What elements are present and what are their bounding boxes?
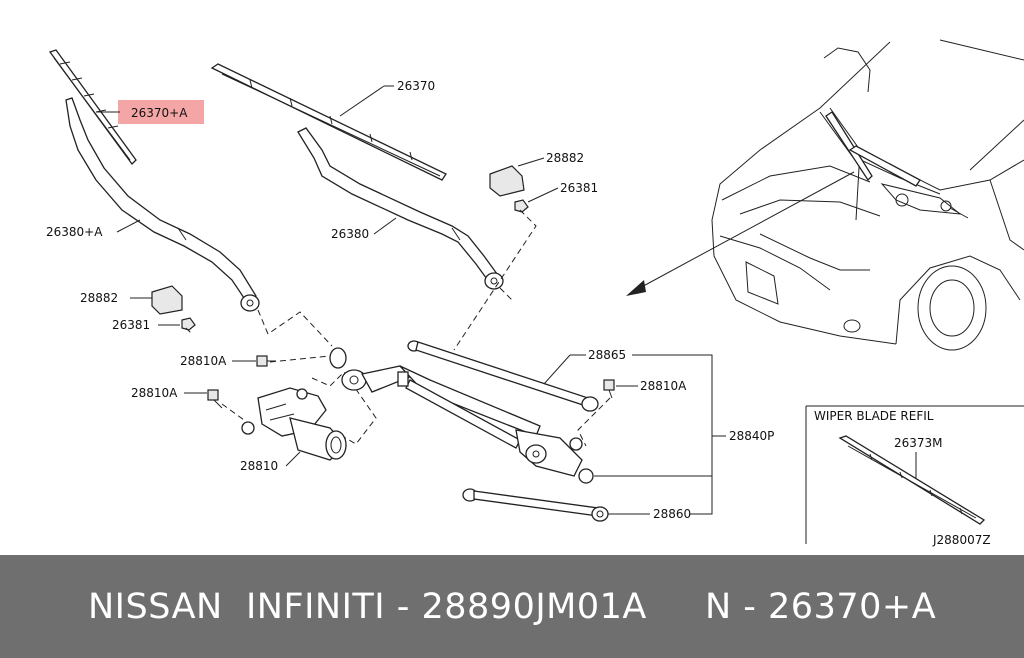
leader-26380	[373, 217, 397, 235]
pivot-cap-lower	[151, 285, 183, 315]
svg-text:26370+A: 26370+A	[131, 106, 188, 120]
wiper-blade-refill	[838, 435, 986, 525]
vehicle-illustration	[711, 39, 1024, 351]
front-wiper-blade	[48, 49, 137, 165]
label-28840p: 28840P	[729, 429, 774, 443]
link-rod-upper	[407, 340, 599, 412]
refill-box: WIPER BLADE REFIL 26373M	[805, 405, 1024, 544]
label-26373m: 26373M	[894, 436, 943, 450]
refill-box-title: WIPER BLADE REFIL	[814, 409, 934, 423]
label-28882-upper: 28882	[546, 151, 584, 165]
wiper-parts-diagram: 26370+A 26380+A 26370 26380 28882 26381	[46, 39, 1024, 547]
leader-26370	[339, 85, 385, 117]
rear-wiper-arm	[297, 127, 504, 290]
bracket-28840p	[578, 354, 726, 515]
label-28865: 28865	[588, 348, 626, 362]
diagram-code: J288007Z	[932, 533, 991, 547]
dashed-connectors	[185, 209, 611, 447]
label-26370: 26370	[397, 79, 435, 93]
front-wiper-arm	[65, 97, 260, 312]
detail-arrow	[626, 171, 855, 296]
footer-part-numbers: NISSAN INFINITI - 28890JM01A N - 26370+A	[88, 586, 937, 627]
bolt-28810a-right	[603, 379, 615, 399]
label-26380-a: 26380+A	[46, 225, 103, 239]
label-26381-upper: 26381	[560, 181, 598, 195]
label-28810a-right: 28810A	[640, 379, 687, 393]
pivot-cap-upper	[489, 165, 525, 197]
wiper-motor	[241, 387, 347, 461]
footer-banner: NISSAN INFINITI - 28890JM01A N - 26370+A	[0, 555, 1024, 658]
label-26380: 26380	[331, 227, 369, 241]
label-28810: 28810	[240, 459, 278, 473]
label-26370-a-highlight: 26370+A	[96, 100, 204, 124]
pivot-nut-upper	[514, 199, 529, 213]
label-28810a-low: 28810A	[131, 386, 178, 400]
label-26381-lower: 26381	[112, 318, 150, 332]
leader-26380-a	[116, 219, 141, 233]
label-28882-lower: 28882	[80, 291, 118, 305]
rear-wiper-blade	[210, 63, 447, 181]
bolt-28810a-left-low	[207, 389, 223, 409]
wiper-linkage-frame	[329, 347, 583, 477]
bolt-28810a-left-mid	[256, 355, 276, 367]
pivot-nut-lower	[181, 317, 196, 331]
label-28860: 28860	[653, 507, 691, 521]
link-rod-lower	[462, 488, 609, 522]
label-28810a-mid: 28810A	[180, 354, 227, 368]
